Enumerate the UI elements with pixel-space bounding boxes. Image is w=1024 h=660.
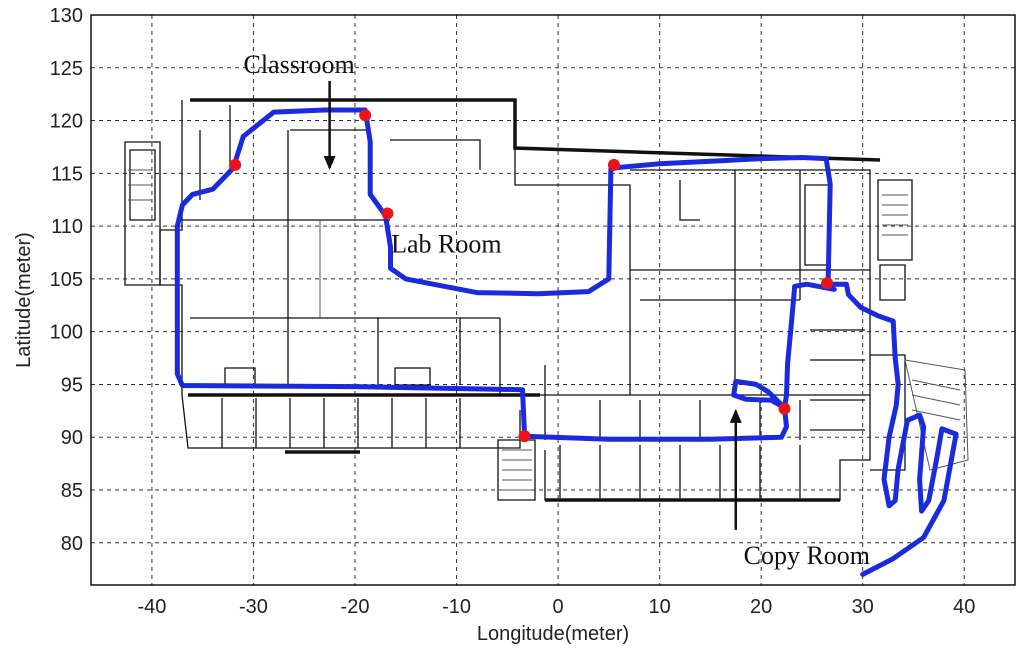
checkpoint-marker: [778, 402, 791, 415]
checkpoint-marker: [821, 277, 834, 290]
x-tick-label: 20: [750, 596, 772, 618]
x-axis-label: Longitude(meter): [477, 623, 629, 645]
x-tick-label: 40: [953, 596, 975, 618]
y-tick-label: 115: [51, 163, 83, 185]
checkpoint-marker: [381, 207, 394, 220]
y-tick-label: 130: [50, 5, 83, 27]
checkpoint-marker: [229, 158, 242, 171]
checkpoint-marker: [518, 430, 531, 443]
y-tick-label: 110: [51, 216, 83, 238]
y-tick-label: 125: [50, 58, 83, 80]
annotation-label: Lab Room: [391, 230, 502, 259]
y-tick-label: 85: [61, 480, 83, 502]
plot-frame: [90, 14, 1016, 586]
building-floor-plan: [124, 98, 969, 502]
checkpoint-marker: [359, 109, 372, 122]
checkpoint-marker: [607, 158, 620, 171]
route-loop: [731, 378, 787, 411]
x-tick-label: 0: [553, 596, 564, 618]
y-tick-label: 105: [50, 269, 83, 291]
x-tick-label: -30: [239, 596, 268, 618]
y-tick-label: 80: [61, 533, 83, 555]
y-tick-label: 90: [61, 427, 83, 449]
annotation-arrow-head: [323, 156, 336, 171]
tick-labels: -40 -30 -20 -10 0 10 20 30 40 80 85 90 95 100 105 110 11…: [50, 5, 976, 618]
checkpoint-markers: [229, 109, 834, 443]
x-tick-label: -10: [442, 596, 471, 618]
annotation-arrow-head: [729, 408, 742, 423]
y-axis-label: Latitude(meter): [13, 232, 35, 368]
annotation-label: Copy Room: [744, 541, 870, 570]
x-tick-label: 10: [648, 596, 670, 618]
annotation-label: Classroom: [244, 50, 355, 79]
x-tick-label: -40: [137, 596, 166, 618]
y-tick-label: 120: [50, 111, 83, 133]
x-tick-label: -20: [341, 596, 370, 618]
y-tick-label: 100: [50, 322, 83, 344]
walking-route: [174, 107, 959, 577]
y-tick-label: 95: [61, 374, 83, 396]
x-tick-label: 30: [852, 596, 874, 618]
route-line: [174, 107, 959, 577]
